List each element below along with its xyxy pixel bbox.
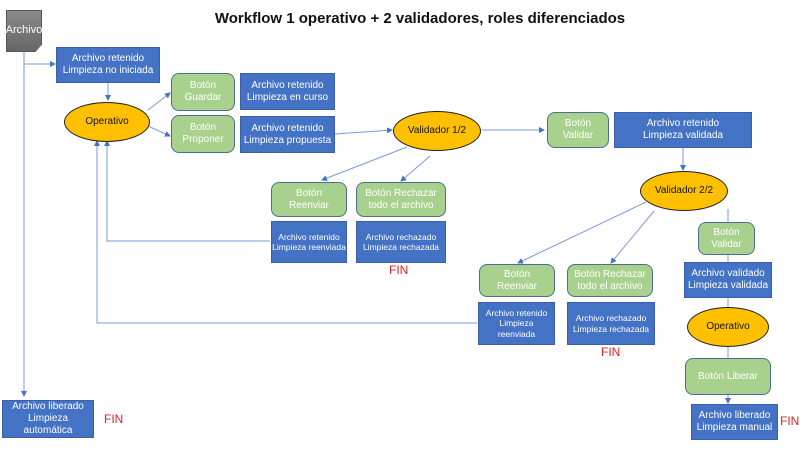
state-retenido-reenviada-1: Archivo retenido Limpieza reenviada <box>271 221 347 263</box>
button-validar-2[interactable]: Botón Validar <box>698 222 755 255</box>
button-guardar[interactable]: Botón Guardar <box>171 73 235 111</box>
button-rechazar-2[interactable]: Botón Rechazar todo el archivo <box>567 264 653 297</box>
state-retenido-en-curso: Archivo retenido Limpieza en curso <box>240 73 335 110</box>
arrow-reenviada2-to-operativo <box>94 140 477 324</box>
fin-label-rechazo-1: FIN <box>389 263 409 277</box>
state-liberado-automatica: Archivo liberado Limpieza automática <box>2 400 94 438</box>
fin-label-manual: FIN <box>780 414 800 428</box>
role-validador-2: Validador 2/2 <box>640 171 728 211</box>
button-liberar[interactable]: Botón Liberar <box>685 358 771 395</box>
state-retenido-propuesta: Archivo retenido Limpieza propuesta <box>240 116 335 153</box>
state-validado: Archivo validado Limpieza validada <box>684 262 772 298</box>
arrow-propuesta-to-validador1 <box>334 127 393 135</box>
state-rechazado-2: Archivo rechazado Limpieza rechazada <box>567 302 655 345</box>
arrow-reenviada1-to-operativo <box>104 140 270 242</box>
fin-label-automatica: FIN <box>104 412 124 426</box>
arrow-validador1-to-reenviar <box>321 146 408 181</box>
state-retenido-reenviada-2: Archivo retenido Limpieza reenviada <box>478 302 555 345</box>
button-validar-1[interactable]: Botón Validar <box>547 112 609 148</box>
arrow-operativo-to-guardar <box>147 92 171 111</box>
button-reenviar-2[interactable]: Botón Reenviar <box>479 264 555 297</box>
role-operativo: Operativo <box>64 102 150 142</box>
role-operativo-2: Operativo <box>687 307 769 347</box>
role-validador-1: Validador 1/2 <box>393 111 481 151</box>
diagram-title: Workflow 1 operativo + 2 validadores, ro… <box>214 10 626 27</box>
state-retenido-no-iniciada: Archivo retenido Limpieza no iniciada <box>56 47 160 83</box>
fin-label-rechazo-2: FIN <box>601 345 621 359</box>
button-reenviar-1[interactable]: Botón Reenviar <box>271 182 347 217</box>
arrow-validador1-to-rechazar <box>400 155 431 182</box>
button-rechazar-1[interactable]: Botón Rechazar todo el archivo <box>356 182 446 217</box>
arrow-operativo-to-proponer <box>147 125 171 137</box>
button-proponer[interactable]: Botón Proponer <box>171 115 235 153</box>
archivo-document: Archivo <box>6 10 42 52</box>
state-retenido-validada: Archivo retenido Limpieza validada <box>614 112 752 148</box>
state-rechazado-1: Archivo rechazado Limpieza rechazada <box>356 221 446 263</box>
arrow-validador2-to-rechazar <box>610 210 655 264</box>
arrow-validador2-to-reenviar <box>517 201 647 264</box>
state-liberado-manual: Archivo liberado Limpieza manual <box>691 404 778 440</box>
